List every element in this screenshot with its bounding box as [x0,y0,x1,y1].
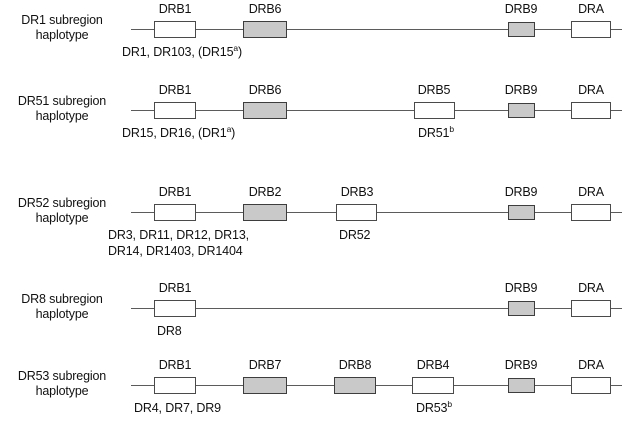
row-title-dr53: DR53 subregion haplotype [0,369,124,399]
gene-label-drb2: DRB2 [248,185,282,199]
gene-label-drb9: DRB9 [504,2,538,16]
allele-note-dr52-serotypes: DR3, DR11, DR12, DR13, DR14, DR1403, DR1… [108,227,249,259]
allele-note-dr52-supertype: DR52 [339,227,371,243]
allele-note-superscript: a [233,42,238,53]
row-title-line2: haplotype [35,28,89,42]
gene-label-drb3: DRB3 [340,185,374,199]
allele-note-text: DR15, DR16, (DR1 [122,126,227,140]
row-title-line1: DR51 subregion [17,94,107,108]
allele-note-superscript: b [447,398,452,409]
gene-label-drb8: DRB8 [338,358,372,372]
gene-label-drb9: DRB9 [504,83,538,97]
gene-box-dra [571,204,611,221]
gene-label-drb6: DRB6 [248,83,282,97]
row-title-dr52: DR52 subregion haplotype [0,196,124,226]
allele-note-tail: ) [231,126,236,140]
gene-box-drb6 [243,102,287,119]
allele-note-text: DR52 [339,228,371,242]
gene-label-drb7: DRB7 [248,358,282,372]
allele-note-dr8: DR8 [157,323,182,339]
row-title-line2: haplotype [35,109,89,123]
gene-box-drb4 [412,377,454,394]
gene-box-drb9 [508,103,535,118]
gene-box-drb7 [243,377,287,394]
backbone-line-dr51 [131,110,622,111]
gene-box-drb1 [154,21,196,38]
allele-note-text: DR53 [416,401,448,415]
allele-note-line1: DR3, DR11, DR12, DR13, [108,228,249,242]
gene-box-drb1 [154,300,196,317]
allele-note-dr51-supertype: DR51b [418,125,454,141]
row-title-line2: haplotype [35,211,89,225]
gene-box-drb9 [508,22,535,37]
row-title-line1: DR53 subregion [17,369,107,383]
gene-box-drb1 [154,102,196,119]
gene-label-drb5: DRB5 [417,83,451,97]
allele-note-text: DR1, DR103, (DR15 [122,45,234,59]
haplotype-row-dr51: DR51 subregion haplotype DRB1 DRB6 DRB5 … [0,75,628,170]
allele-note-line2: DR14, DR1403, DR1404 [108,244,243,258]
gene-box-drb9 [508,378,535,393]
allele-note-text: DR51 [418,126,450,140]
gene-label-drb6: DRB6 [248,2,282,16]
row-title-dr8: DR8 subregion haplotype [0,292,124,322]
backbone-line-dr8 [131,308,622,309]
allele-note-text: DR8 [157,324,182,338]
haplotype-row-dr1: DR1 subregion haplotype DRB1 DRB6 DRB9 D… [0,0,628,75]
backbone-line-dr1 [131,29,622,30]
row-title-dr1: DR1 subregion haplotype [0,13,124,43]
gene-box-dra [571,102,611,119]
gene-label-dra: DRA [578,2,604,16]
gene-label-drb9: DRB9 [504,358,538,372]
gene-box-dra [571,377,611,394]
gene-box-drb3 [336,204,377,221]
gene-label-drb1: DRB1 [158,185,192,199]
gene-box-drb1 [154,377,196,394]
allele-note-dr53-supertype: DR53b [416,400,452,416]
gene-label-drb1: DRB1 [158,281,192,295]
row-title-line1: DR1 subregion [21,13,103,27]
backbone-line-dr53 [131,385,622,386]
gene-box-drb2 [243,204,287,221]
allele-note-tail: ) [237,45,242,59]
gene-label-drb1: DRB1 [158,358,192,372]
gene-label-drb9: DRB9 [504,281,538,295]
row-title-line1: DR8 subregion [21,292,103,306]
haplotype-row-dr52: DR52 subregion haplotype DRB1 DRB2 DRB3 … [0,180,628,280]
gene-label-dra: DRA [578,358,604,372]
gene-label-dra: DRA [578,281,604,295]
gene-label-drb9: DRB9 [504,185,538,199]
allele-note-dr53-serotypes: DR4, DR7, DR9 [134,400,221,416]
gene-box-drb9 [508,301,535,316]
allele-note-dr51-serotypes: DR15, DR16, (DR1a) [122,125,235,141]
allele-note-superscript: b [449,123,454,134]
allele-note-superscript: a [226,123,232,134]
allele-note-dr1: DR1, DR103, (DR15a) [122,44,242,60]
gene-box-dra [571,300,611,317]
gene-label-drb1: DRB1 [158,2,192,16]
gene-label-dra: DRA [578,185,604,199]
row-title-line1: DR52 subregion [17,196,107,210]
gene-box-drb9 [508,205,535,220]
gene-box-drb1 [154,204,196,221]
allele-note-text: DR4, DR7, DR9 [134,401,221,415]
haplotype-row-dr8: DR8 subregion haplotype DRB1 DRB9 DRA DR… [0,275,628,353]
haplotype-row-dr53: DR53 subregion haplotype DRB1 DRB7 DRB8 … [0,352,628,427]
gene-box-drb8 [334,377,376,394]
row-title-line2: haplotype [35,384,89,398]
gene-label-dra: DRA [578,83,604,97]
gene-label-drb4: DRB4 [416,358,450,372]
gene-box-dra [571,21,611,38]
gene-label-drb1: DRB1 [158,83,192,97]
row-title-line2: haplotype [35,307,89,321]
row-title-dr51: DR51 subregion haplotype [0,94,124,124]
gene-box-drb6 [243,21,287,38]
gene-box-drb5 [414,102,455,119]
